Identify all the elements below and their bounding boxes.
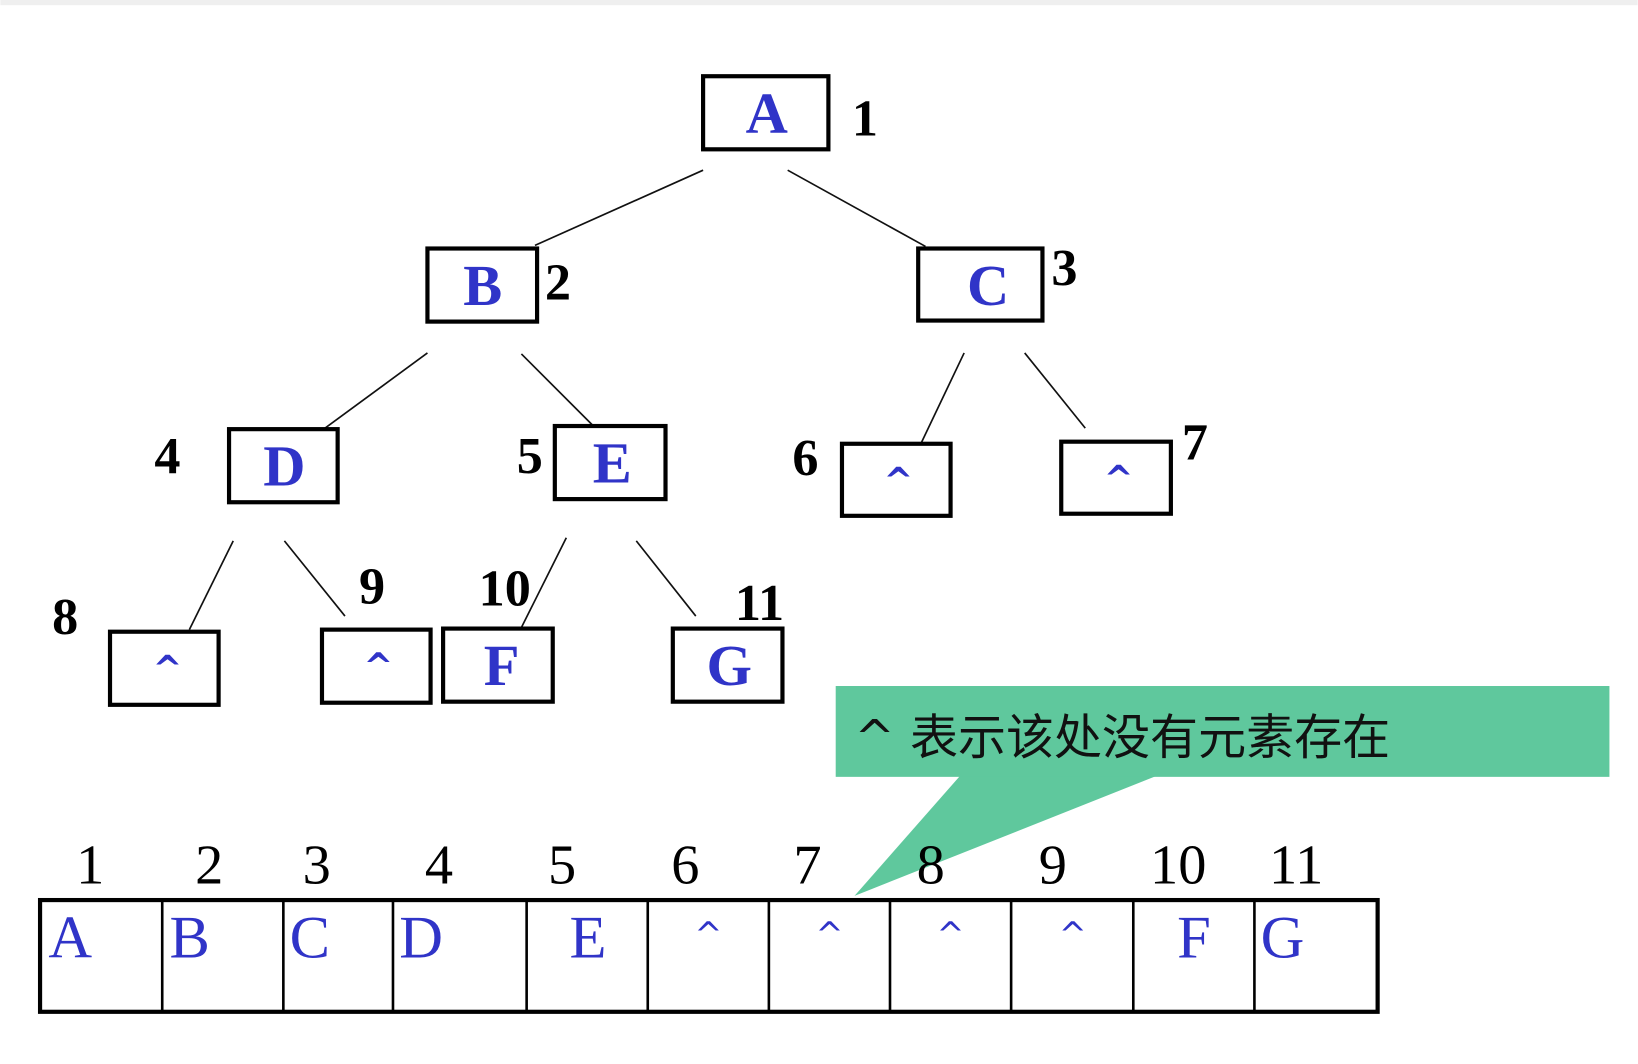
node-label: ^	[883, 461, 913, 502]
node-label: B	[463, 253, 502, 318]
edge-D-8	[188, 540, 234, 630]
array-cell-value: E	[569, 904, 606, 971]
node-index: 10	[479, 560, 531, 618]
array-cell-value: A	[48, 904, 92, 971]
edge-D-9	[283, 540, 346, 617]
node-box	[226, 427, 340, 505]
node-index: 7	[1182, 413, 1208, 471]
tree-node-5: E 5	[517, 423, 668, 502]
callout-box	[835, 686, 1610, 777]
array-index: 6	[671, 834, 699, 896]
tree-node-10: F 10	[441, 560, 555, 704]
node-box	[425, 246, 540, 324]
edge-E-G	[635, 540, 697, 617]
node-box	[701, 74, 831, 152]
node-label: D	[263, 434, 305, 499]
node-box	[916, 246, 1045, 323]
array-index: 2	[195, 834, 223, 896]
array-cell-value: ^	[694, 915, 722, 954]
array-index: 7	[793, 834, 821, 896]
edge-E-F	[520, 537, 568, 628]
node-box	[670, 626, 785, 704]
node-label: ^	[1104, 459, 1134, 500]
edge-B-D	[324, 352, 428, 429]
node-label: C	[967, 253, 1009, 318]
node-index: 5	[517, 427, 543, 485]
edge-A-C	[787, 169, 926, 248]
array-index: 9	[1039, 834, 1067, 896]
node-label: ^	[363, 647, 393, 688]
node-box	[441, 626, 555, 704]
array-cell-value: F	[1177, 904, 1211, 971]
array-index: 10	[1150, 834, 1206, 896]
array-index: 8	[917, 834, 945, 896]
node-label: F	[484, 633, 520, 698]
storage-array: A B C D E ^ ^ ^ ^ F G	[37, 897, 1380, 1014]
node-label: G	[706, 633, 751, 698]
callout: ^ 表示该处没有元素存在	[835, 686, 1610, 896]
node-label: E	[593, 430, 632, 495]
tree-node-7: ^ 7	[1059, 413, 1208, 516]
array-index: 5	[548, 834, 576, 896]
tree-node-11: G 11	[670, 574, 785, 704]
node-label: A	[746, 81, 788, 146]
tree-node-3: C 3	[916, 239, 1077, 323]
array-cell-value: ^	[937, 915, 965, 954]
array-index: 3	[303, 834, 331, 896]
callout-text: ^ 表示该处没有元素存在	[855, 710, 1391, 766]
node-index: 8	[52, 588, 78, 646]
node-box	[1059, 439, 1173, 516]
callout-pointer	[854, 774, 1160, 896]
array-cell-value: B	[170, 904, 210, 971]
node-index: 9	[359, 558, 385, 616]
tree-node-6: ^ 6	[792, 429, 953, 518]
node-label: ^	[153, 649, 183, 690]
node-box	[319, 627, 433, 705]
node-index: 4	[154, 427, 180, 485]
edge-A-B	[534, 169, 704, 247]
tree-node-1: A 1	[701, 74, 878, 152]
array-index: 11	[1269, 834, 1323, 896]
node-box	[107, 629, 221, 707]
array-frame	[37, 897, 1380, 1014]
node-index: 3	[1051, 239, 1077, 297]
top-strip	[0, 0, 1638, 6]
tree-node-8: ^ 8	[52, 588, 221, 707]
node-index: 2	[545, 254, 571, 312]
array-cell-value: ^	[1059, 915, 1087, 954]
tree-node-2: B 2	[425, 246, 571, 324]
node-box	[839, 441, 953, 518]
array-cell-value: C	[290, 904, 330, 971]
array-index-row: 1 2 3 4 5 6 7 8 9 10 11	[76, 834, 1323, 896]
array-cell-value: G	[1261, 904, 1305, 971]
array-cell-value: D	[399, 904, 443, 971]
node-index: 1	[852, 90, 878, 148]
tree-node-9: ^ 9	[319, 558, 433, 705]
edge-C-6	[920, 352, 965, 444]
edge-B-E	[520, 353, 594, 426]
node-box	[552, 423, 668, 502]
node-index: 11	[735, 574, 784, 632]
node-index: 6	[792, 429, 818, 487]
array-index: 4	[425, 834, 453, 896]
array-cell-value: ^	[815, 915, 843, 954]
edge-C-7	[1024, 352, 1086, 429]
tree-node-4: D 4	[154, 427, 340, 505]
tree-edges	[188, 169, 1086, 630]
array-index: 1	[76, 834, 104, 896]
